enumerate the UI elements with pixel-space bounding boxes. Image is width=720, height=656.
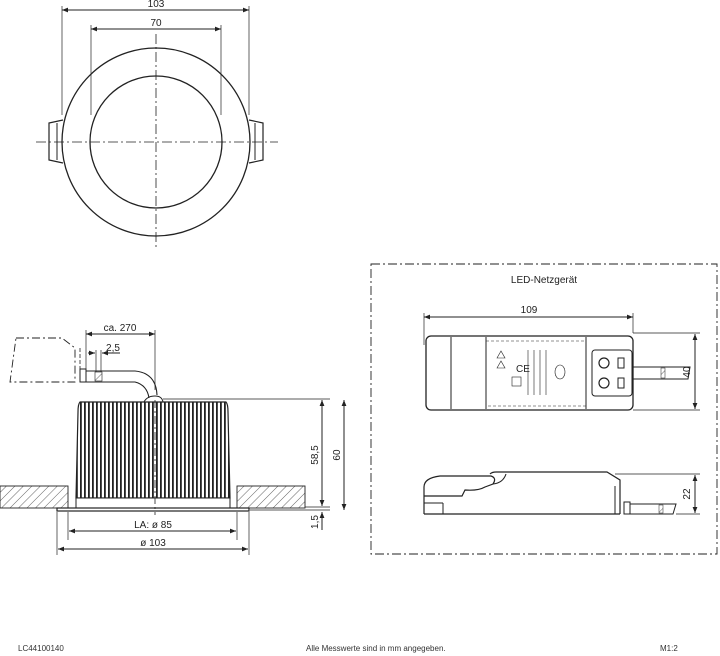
side-view bbox=[0, 330, 347, 555]
dim-body-height: 58,5 bbox=[310, 445, 321, 465]
dim-outer-diameter-top: 103 bbox=[148, 0, 165, 10]
dim-driver-height: 22 bbox=[682, 488, 693, 500]
top-view bbox=[36, 6, 278, 250]
units-note: Alle Messwerte sind in mm angegeben. bbox=[306, 644, 446, 653]
dim-cutout-diameter: LA: ø 85 bbox=[134, 520, 172, 531]
scale-label: M1:2 bbox=[660, 644, 678, 653]
dim-driver-length: 109 bbox=[521, 305, 538, 316]
dim-cable-length: ca. 270 bbox=[104, 323, 137, 334]
dim-total-height: 60 bbox=[332, 449, 343, 461]
article-number: LC44100140 bbox=[18, 644, 64, 653]
driver-panel: CE bbox=[370, 263, 718, 555]
dim-outer-diameter-side: ø 103 bbox=[140, 538, 166, 549]
dim-flange-thickness: 1,5 bbox=[310, 515, 321, 529]
driver-title: LED-Netzgerät bbox=[511, 275, 577, 286]
dim-driver-width: 40 bbox=[682, 366, 693, 378]
ce-mark-icon: CE bbox=[516, 364, 530, 375]
dim-cable-strip: 2,5 bbox=[106, 343, 120, 354]
dim-inner-diameter-top: 70 bbox=[150, 18, 162, 29]
